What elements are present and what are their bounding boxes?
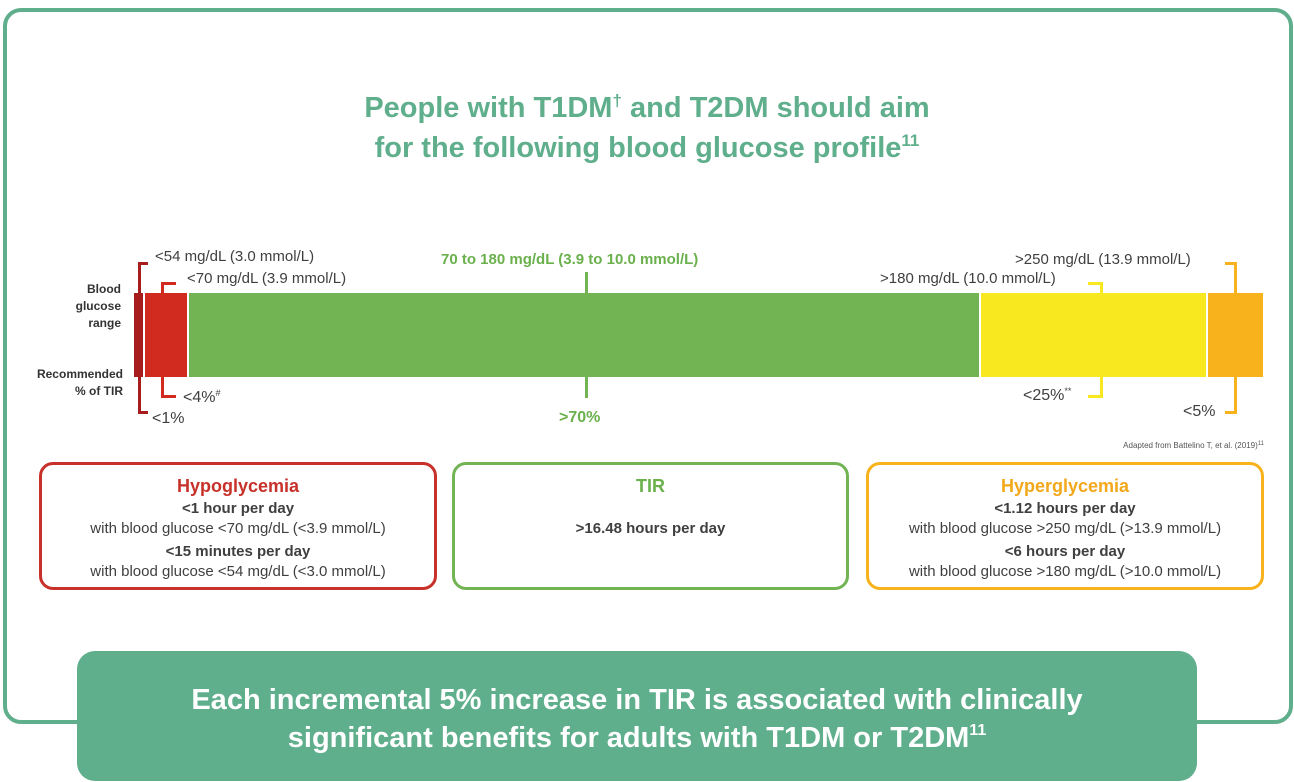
banner-line-1: Each incremental 5% increase in TIR is a… [191, 684, 1083, 716]
pct-label-target: >70% [559, 409, 601, 426]
page-title: People with T1DM† and T2DM should aim fo… [364, 91, 930, 164]
hypo-line-1: with blood glucose <70 mg/dL (<3.9 mmol/… [90, 520, 386, 537]
hyper-line-2: with blood glucose >180 mg/dL (>10.0 mmo… [908, 563, 1222, 580]
range-label-very-low: <54 mg/dL (3.0 mmol/L) [155, 248, 315, 265]
bracket-very-high [1225, 262, 1237, 414]
hypo-bold-1: <1 hour per day [181, 500, 295, 517]
hyperglycemia-heading: Hyperglycemia [1000, 476, 1130, 496]
hyper-line-1: with blood glucose >250 mg/dL (>13.9 mmo… [908, 520, 1222, 537]
hyperglycemia-box: Hyperglycemia <1.12 hours per day with b… [866, 462, 1264, 590]
range-label-low: <70 mg/dL (3.9 mmol/L) [187, 270, 347, 287]
bar-segment-high [981, 293, 1206, 377]
recommended-tir-label: Recommended % of TIR [36, 367, 123, 398]
benefit-banner: Each incremental 5% increase in TIR is a… [77, 651, 1197, 781]
pct-label-very-high: <5% [1183, 403, 1216, 420]
range-label-target: 70 to 180 mg/dL (3.9 to 10.0 mmol/L) [441, 251, 699, 268]
tick-target-bottom [585, 377, 588, 398]
hypoglycemia-heading: Hypoglycemia [176, 476, 300, 496]
citation: Adapted from Battelino T, et al. (2019)1… [1123, 441, 1264, 450]
pct-label-low: <4%# [183, 388, 221, 407]
bracket-low [161, 282, 176, 398]
tir-bold-1: >16.48 hours per day [575, 520, 726, 537]
pct-label-very-low: <1% [152, 410, 185, 427]
bracket-very-low [138, 262, 148, 414]
hyper-bold-2: <6 hours per day [1004, 543, 1126, 560]
range-label-high: >180 mg/dL (10.0 mmol/L) [880, 270, 1056, 287]
bar-segment-target [189, 293, 979, 377]
hypoglycemia-box: Hypoglycemia <1 hour per day with blood … [39, 462, 437, 590]
range-label-very-high: >250 mg/dL (13.9 mmol/L) [1015, 251, 1191, 268]
tick-target-top [585, 272, 588, 293]
hyper-bold-1: <1.12 hours per day [994, 500, 1136, 517]
hypo-line-2: with blood glucose <54 mg/dL (<3.0 mmol/… [90, 563, 386, 580]
tir-heading: TIR [636, 476, 665, 496]
hypo-bold-2: <15 minutes per day [165, 543, 311, 560]
tir-box: TIR >16.48 hours per day [452, 462, 849, 590]
bar-segment-low [145, 293, 187, 377]
banner-line-2: significant benefits for adults with T1D… [287, 722, 987, 754]
blood-glucose-range-label: Blood glucose range [75, 282, 121, 330]
pct-label-high: <25%** [1023, 386, 1072, 405]
bracket-high [1088, 282, 1103, 398]
